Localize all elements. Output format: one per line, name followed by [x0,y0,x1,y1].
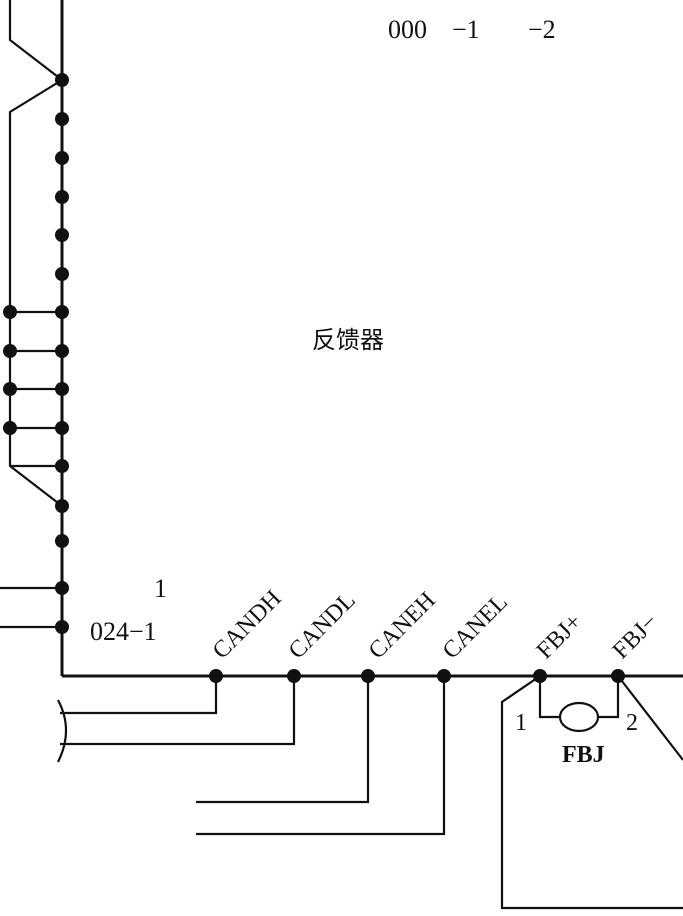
junction-dot-candl [287,669,301,683]
fbj-minus-lead [598,676,620,719]
junction-dot [55,344,69,358]
bus-label-candl: CANDL [284,587,361,664]
twisted-pair-arc [57,699,68,763]
junction-dot [55,459,69,473]
junction-dot-fbj-minus [611,669,625,683]
junction-dot [55,581,69,595]
header-fragment-000: 000 [388,15,427,44]
fbj-minus-diagonal-wire [617,675,683,761]
junction-dot [55,534,69,548]
fbj-terminal-1: 1 [515,710,527,736]
left-pin-1-label: 1 [154,574,167,603]
junction-dot [55,73,69,87]
junction-dot [55,305,69,319]
bus-label-caneh: CANEH [364,587,441,664]
header-fragment-minus2: −2 [528,15,556,44]
left-wire-top-1 [8,0,63,81]
canel-wire [196,676,446,836]
junction-dot [3,344,17,358]
junction-dot [3,305,17,319]
fbj-component [558,701,600,733]
left-pin-024-label: 024−1 [90,617,157,646]
junction-dot [55,499,69,513]
junction-dot [55,267,69,281]
fbj-component-label: FBJ [562,742,605,768]
bus-label-fbj-plus: FBJ+ [532,609,587,664]
junction-dot-canel [437,669,451,683]
bus-label-candh: CANDH [208,586,287,665]
fbj-plus-lead [538,676,560,719]
junction-dot [55,190,69,204]
junction-dot [55,421,69,435]
center-component-label: 反馈器 [312,327,384,354]
fbj-terminal-2: 2 [626,710,638,736]
junction-dot [55,112,69,126]
junction-dot [55,382,69,396]
junction-dot [55,620,69,634]
junction-dot-fbj-plus [533,669,547,683]
bus-label-canel: CANEL [438,589,513,664]
caneh-wire [196,676,370,804]
candl-wire [60,676,296,746]
junction-dot-candh [209,669,223,683]
candh-wire [60,676,218,715]
junction-dot [3,421,17,435]
junction-dot [3,382,17,396]
left-wire-top-2 [8,79,63,312]
fbj-plus-loop-wire [500,675,683,910]
junction-dot [55,151,69,165]
junction-dot-caneh [361,669,375,683]
header-fragment-minus1: −1 [452,15,480,44]
bus-label-fbj-minus: FBJ− [608,609,663,664]
junction-dot [55,228,69,242]
left-wire-lower [8,312,63,507]
